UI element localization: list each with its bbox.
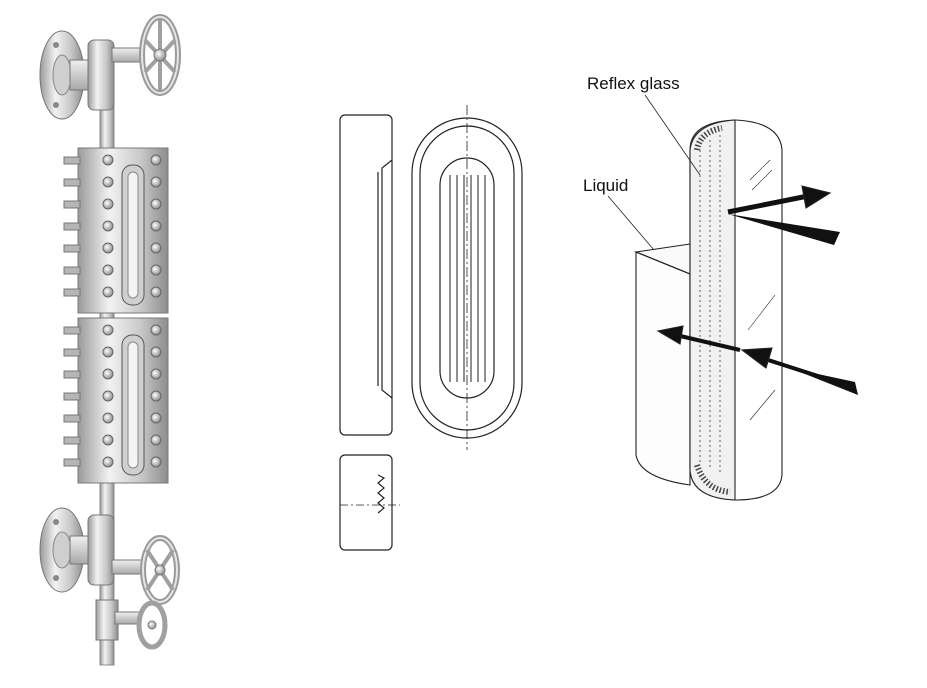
stud [63,414,81,423]
bolt [150,346,162,358]
level-gauge-illustration [39,14,181,666]
bolt [102,324,114,336]
bolt [102,456,114,468]
glass-front-view [411,105,523,450]
bolt [102,176,114,188]
bolt [150,242,162,254]
liquid-label: Liquid [583,176,629,195]
bolt [150,390,162,402]
bolt [150,198,162,210]
bolt [150,220,162,232]
bottom-flange [39,507,115,593]
bolt [150,456,162,468]
bolt [150,324,162,336]
bolt [150,434,162,446]
bolt [150,412,162,424]
reflex-glass-block [689,119,783,501]
stud [63,370,81,379]
stud [63,222,81,231]
reflex-principle-diagram [607,94,858,501]
reflex-glass-label: Reflex glass [587,74,680,93]
glass-side-view [339,114,393,436]
stud [63,436,81,445]
reflected-light-arrows [727,185,840,245]
bolt [102,220,114,232]
bolt [150,264,162,276]
reflex-glass-leader-line [644,94,701,176]
drain-valve [95,599,168,650]
bolt [150,368,162,380]
bolt [102,198,114,210]
bolt [150,286,162,298]
top-valve-handwheel [111,14,181,96]
stud [63,348,81,357]
glass-serrations [449,175,486,382]
bolt [150,176,162,188]
bolt [102,390,114,402]
upper-gauge-chamber [77,147,169,314]
bolt [102,368,114,380]
stud [63,244,81,253]
gauge-bolts [63,154,162,468]
bolt [102,412,114,424]
reflex-glass-technical-drawing [339,105,523,551]
stud [63,178,81,187]
liquid-leader-line [607,195,655,251]
glass-section-view [339,454,400,551]
bolt [102,242,114,254]
transmitted-light-arrows [656,325,858,395]
bolt [102,154,114,166]
bolt [102,286,114,298]
bolt [102,434,114,446]
stud [63,266,81,275]
stud [63,288,81,297]
bolt [150,154,162,166]
top-flange [39,30,115,120]
bottom-valve-handwheel [111,535,180,605]
stud [63,458,81,467]
stud [63,200,81,209]
stud [63,326,81,335]
bolt [102,264,114,276]
bolt [102,346,114,358]
stud [63,392,81,401]
stud [63,156,81,165]
